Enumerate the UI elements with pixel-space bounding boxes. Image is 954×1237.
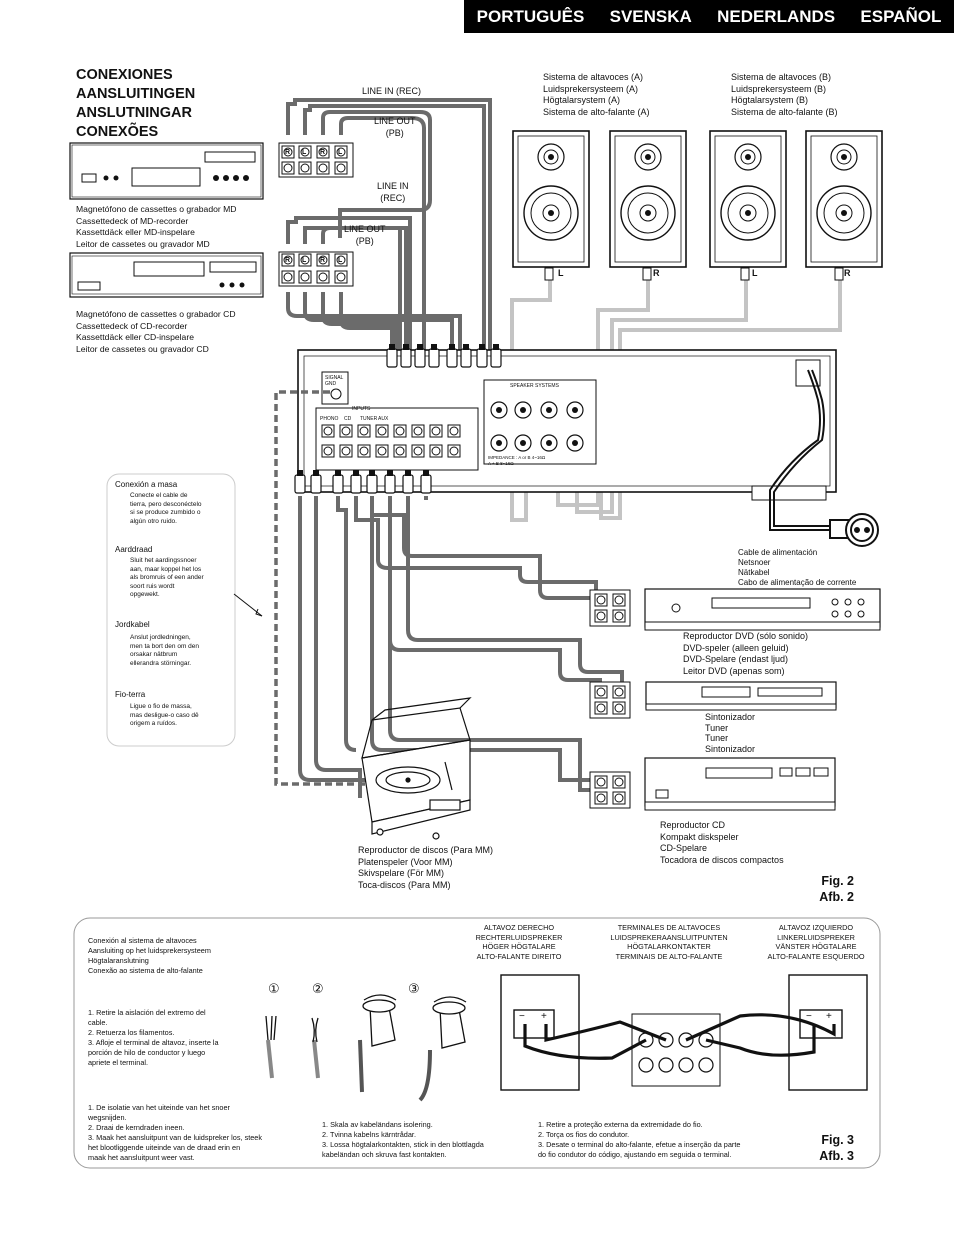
fig3-label: Fig. 3 Afb. 3 [819,1133,854,1163]
step-num-3: ③ [408,981,420,996]
ground-title-pt: Fio-terra [115,690,146,699]
step-num-2: ② [312,981,324,996]
heading-nl: AANSLUITINGEN [76,86,196,102]
speakers-a-label: Sistema de altavoces (A) Luidsprekersyst… [543,72,650,117]
jack-label: L [302,149,307,156]
dvd-label: Reproductor DVD (sólo sonido) DVD-speler… [683,631,809,676]
impedance-label: IMPEDANCE : A or B 4~16Ω A + B 8~16Ω [488,455,546,466]
speaker-systems-label: SPEAKER SYSTEMS [510,383,559,389]
speaker-a-left [512,130,590,268]
cd-jacks [589,771,631,809]
ground-body-es: Conecte el cable de tierra, pero desconé… [130,492,202,525]
jack-label: R [285,257,291,264]
speaker-cable-plugs [544,267,844,281]
steps-pt: 1. Retire a proteção externa da extremid… [538,1120,741,1159]
speaker-connection-title: Conexión al sistema de altavoces Aanslui… [88,936,211,975]
ground-title-nl: Aarddraad [115,545,153,554]
deck-cables [286,98,492,350]
speaker-b-l-label: L [752,268,758,278]
terminal-panel-fig3 [631,1013,721,1087]
power-cable-label: Cable de alimentación Netsnoer Nätkabel … [738,548,857,587]
cd-recorder-label: Magnetófono de cassettes o grabador CD C… [76,309,236,354]
lang-espanol: ESPAÑOL [860,6,942,26]
dvd-jacks [589,589,631,627]
ground-body-pt: Ligue o fio de massa, mas desligue-o cas… [130,703,199,727]
speaker-b-left [709,130,787,268]
turntable-label: Reproductor de discos (Para MM) Platensp… [358,845,494,890]
md-deck-label: Magnetófono de cassettes o grabador MD C… [76,204,237,249]
fig2-label: Fig. 2 Afb. 2 [819,874,854,904]
tuner-label: TUNER [360,416,378,422]
jack-label: R [285,149,291,156]
inputs-label: INPUTS [352,406,371,412]
steps-es: 1. Retire la aislación del extremo del c… [88,1008,219,1067]
cd-recorder-jacks [278,251,354,287]
cd-player-label: Reproductor CD Kompakt diskspeler CD-Spe… [660,820,784,865]
line-in-rec-label-2: LINE IN (REC) [377,181,409,203]
cd-label: CD [344,416,352,422]
wire-steps-illustration [265,994,467,1102]
jack-label: L [338,257,343,264]
speaker-a-r-label: R [653,268,660,278]
heading-pt: CONEXÕES [76,124,159,140]
speaker-b-r-label: R [844,268,851,278]
md-deck-jacks [278,142,354,178]
fig3-frame [73,917,881,1169]
speaker-a-l-label: L [558,268,564,278]
fig3-speaker-wires [523,1013,836,1060]
ground-info-bubble [106,473,236,747]
ground-title-es: Conexión a masa [115,480,178,489]
ground-body-nl: Sluit het aardingssnoer aan, maar koppel… [130,557,204,598]
line-in-rec-label-1: LINE IN (REC) [362,86,422,96]
speaker-a-right [609,130,687,268]
ground-title-sv: Jordkabel [115,620,150,629]
speaker-boxes-fig3 [500,974,868,1091]
jack-label: L [338,149,343,156]
steps-nl: 1. De isolatie van het uiteinde van het … [88,1103,263,1162]
signal-gnd-label: SIGNAL GND [325,375,344,387]
cd-player-illustration [644,757,836,811]
right-speaker-plus: + [541,1011,547,1022]
power-cable [769,369,879,547]
speaker-b-right [805,130,883,268]
step-num-1: ① [268,981,280,996]
turntable-illustration [361,697,472,840]
heading-sv: ANSLUTNINGAR [76,105,192,121]
steps-sv: 1. Skala av kabeländans isolering. 2. Tv… [322,1120,484,1159]
left-speaker-label: ALTAVOZ IZQUIERDO LINKERLUIDSPREKER VÄNS… [767,923,865,961]
phono-label: PHONO [320,416,339,422]
md-deck-illustration [69,142,264,200]
line-out-pb-label-1: LINE OUT (PB) [374,116,416,138]
jack-label: R [320,149,326,156]
lang-nederlands: NEDERLANDS [717,6,836,26]
cd-recorder-illustration [69,252,264,298]
page-heading: CONEXIONES AANSLUITINGEN ANSLUTNINGAR CO… [76,66,195,142]
speakers-b-label: Sistema de altavoces (B) Luidsprekersyst… [731,72,838,117]
lang-svenska: SVENSKA [609,6,692,26]
jack-label: R [320,257,326,264]
source-cables [298,496,624,798]
ground-wire [274,390,370,786]
amplifier-rear-panel [297,349,837,501]
line-out-pb-label-2: LINE OUT (PB) [344,224,386,246]
right-speaker-minus: − [519,1011,525,1022]
jack-label: L [302,257,307,264]
lang-portugues: PORTUGUÊS [476,6,585,26]
right-speaker-label: ALTAVOZ DERECHO RECHTERLUIDSPREKER HÖGER… [475,923,563,961]
tuner-jacks [589,681,631,719]
ground-body-sv: Anslut jordledningen, men ta bort den om… [130,634,200,667]
dvd-player-illustration [644,588,881,631]
tuner-illustration [645,681,837,711]
heading-es: CONEXIONES [76,67,173,83]
terminals-label: TERMINALES DE ALTAVOCES LUIDSPREKERAANSL… [610,923,728,961]
aux-label: AUX [378,416,389,422]
tuner-device-label: Sintonizador Tuner Tuner Sintonizador [705,712,756,754]
language-bar: PORTUGUÊS SVENSKA NEDERLANDS ESPAÑOL [464,0,954,33]
left-speaker-minus: − [806,1011,812,1022]
left-speaker-plus: + [826,1011,832,1022]
